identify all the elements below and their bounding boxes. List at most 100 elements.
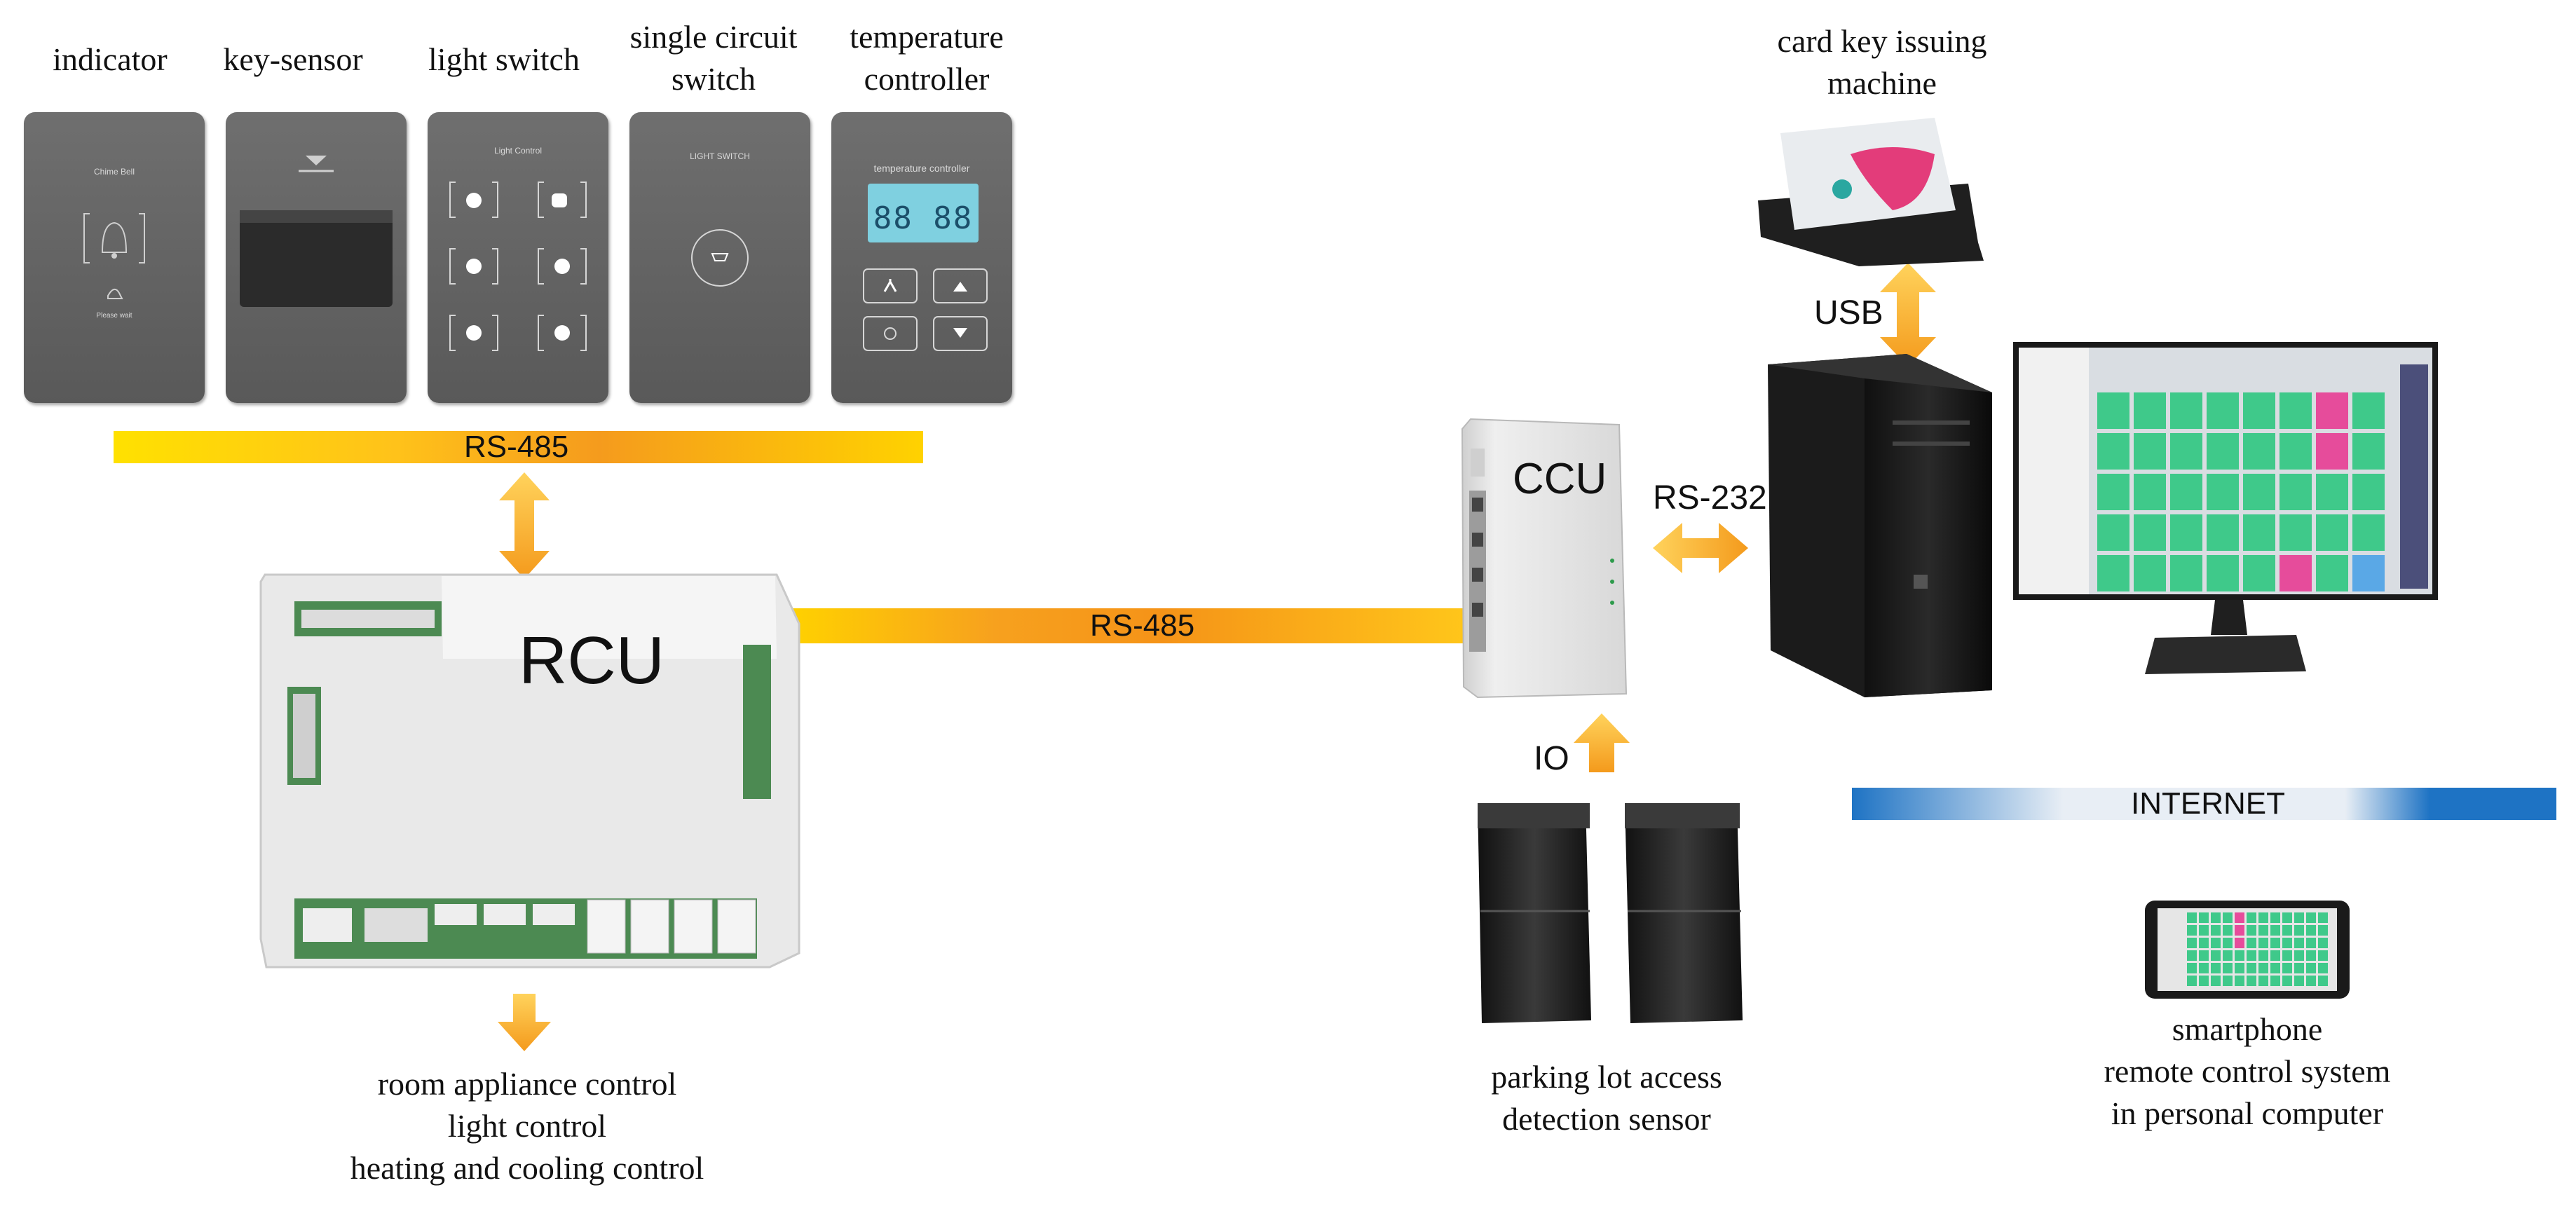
room-tile bbox=[2207, 433, 2239, 470]
room-tile bbox=[2134, 555, 2166, 591]
phone-tile bbox=[2223, 925, 2233, 936]
single-circuit-panel: LIGHT SWITCH bbox=[629, 112, 810, 403]
phone-tile bbox=[2199, 976, 2209, 986]
room-tile bbox=[2279, 555, 2312, 591]
rs485-bus-middle bbox=[792, 608, 1466, 643]
room-tile bbox=[2207, 514, 2239, 551]
phone-tile bbox=[2306, 938, 2316, 948]
rs485-label-top: RS-485 bbox=[464, 430, 569, 464]
room-tile bbox=[2097, 555, 2129, 591]
room-tile bbox=[2207, 474, 2239, 510]
phone-tile bbox=[2282, 976, 2292, 986]
phone-tile bbox=[2187, 925, 2197, 936]
room-tile bbox=[2097, 392, 2129, 429]
room-tile bbox=[2134, 474, 2166, 510]
room-tile bbox=[2170, 474, 2202, 510]
room-tile bbox=[2134, 433, 2166, 470]
indicator-panel: Chime Bell Please wait bbox=[24, 112, 205, 403]
fan-icon bbox=[883, 279, 897, 292]
phone-tile bbox=[2223, 950, 2233, 961]
card-issuing-machine bbox=[1758, 118, 1984, 266]
ccu-device bbox=[1461, 418, 1628, 699]
phone-tile bbox=[2270, 963, 2280, 973]
phone-tile bbox=[2258, 938, 2268, 948]
phone-tile bbox=[2211, 912, 2221, 923]
room-tile bbox=[2207, 392, 2239, 429]
label-temperature-1: temperature bbox=[850, 19, 1004, 55]
phone-tile bbox=[2199, 925, 2209, 936]
label-single-circuit-1: single circuit bbox=[629, 19, 798, 55]
label-light-switch: light switch bbox=[428, 41, 580, 77]
room-tile bbox=[2170, 392, 2202, 429]
phone-tile bbox=[2187, 912, 2197, 923]
phone-tile bbox=[2282, 950, 2292, 961]
temperature-controls bbox=[863, 184, 988, 351]
phone-tile bbox=[2318, 963, 2328, 973]
phone-tile bbox=[2282, 938, 2292, 948]
rs232-label: RS-232 bbox=[1653, 479, 1767, 516]
temperature-panel-text: temperature controller bbox=[873, 163, 970, 174]
phone-tile bbox=[2294, 925, 2304, 936]
room-tile bbox=[2243, 555, 2275, 591]
phone-tile bbox=[2306, 912, 2316, 923]
indicator-panel-text: Chime Bell bbox=[93, 167, 135, 177]
bell-icon bbox=[83, 213, 145, 299]
room-tile bbox=[2243, 392, 2275, 429]
label-single-circuit-2: switch bbox=[671, 61, 756, 97]
parking-sensor-left bbox=[1478, 803, 1591, 1023]
phone-tile bbox=[2318, 912, 2328, 923]
label-temperature-2: controller bbox=[864, 61, 990, 97]
label-indicator: indicator bbox=[53, 41, 168, 77]
arrow-up-io bbox=[1574, 713, 1630, 772]
phone-tile bbox=[2270, 925, 2280, 936]
room-tile bbox=[2352, 555, 2385, 591]
room-tile bbox=[2243, 433, 2275, 470]
key-slot-icon bbox=[240, 156, 393, 307]
phone-tile bbox=[2187, 963, 2197, 973]
usb-label: USB bbox=[1814, 294, 1883, 331]
phone-tile bbox=[2270, 938, 2280, 948]
room-tile bbox=[2279, 514, 2312, 551]
phone-tile bbox=[2211, 925, 2221, 936]
phone-tile bbox=[2294, 950, 2304, 961]
rcu-board bbox=[259, 573, 800, 969]
label-key-sensor: key-sensor bbox=[223, 41, 363, 77]
room-tile bbox=[2134, 514, 2166, 551]
room-tile bbox=[2279, 474, 2312, 510]
room-tile bbox=[2170, 555, 2202, 591]
phone-tile bbox=[2235, 938, 2244, 948]
phone-tile bbox=[2306, 925, 2316, 936]
room-tile bbox=[2352, 514, 2385, 551]
phone-tile bbox=[2223, 912, 2233, 923]
room-tile bbox=[2279, 433, 2312, 470]
phone-tile bbox=[2282, 963, 2292, 973]
room-grid bbox=[2097, 392, 2385, 591]
room-tile bbox=[2097, 514, 2129, 551]
phone-tile bbox=[2270, 950, 2280, 961]
phone-tile bbox=[2258, 950, 2268, 961]
room-tile bbox=[2134, 392, 2166, 429]
single-circuit-panel-text: LIGHT SWITCH bbox=[690, 151, 750, 161]
phone-tile bbox=[2187, 976, 2197, 986]
phone-tile bbox=[2235, 963, 2244, 973]
internet-bar bbox=[1852, 788, 2556, 820]
phone-tile bbox=[2235, 950, 2244, 961]
double-arrow-vertical-rcu bbox=[499, 472, 550, 579]
phone-tile bbox=[2282, 912, 2292, 923]
phone-tile bbox=[2247, 938, 2256, 948]
internet-label: INTERNET bbox=[2131, 786, 2285, 821]
temperature-panel: temperature controller 88 88 bbox=[831, 112, 1012, 403]
card-machine-label-2: machine bbox=[1827, 65, 1937, 101]
phone-tile bbox=[2318, 976, 2328, 986]
phone-tile bbox=[2187, 938, 2197, 948]
room-tile bbox=[2243, 474, 2275, 510]
phone-tile bbox=[2199, 938, 2209, 948]
ccu-title: CCU bbox=[1513, 455, 1607, 503]
monitor bbox=[2013, 342, 2438, 674]
phone-tile bbox=[2211, 950, 2221, 961]
indicator-panel-subtext: Please wait bbox=[96, 312, 132, 320]
phone-tile bbox=[2258, 963, 2268, 973]
phone-tile bbox=[2270, 976, 2280, 986]
rcu-output-1: room appliance control bbox=[377, 1066, 677, 1102]
